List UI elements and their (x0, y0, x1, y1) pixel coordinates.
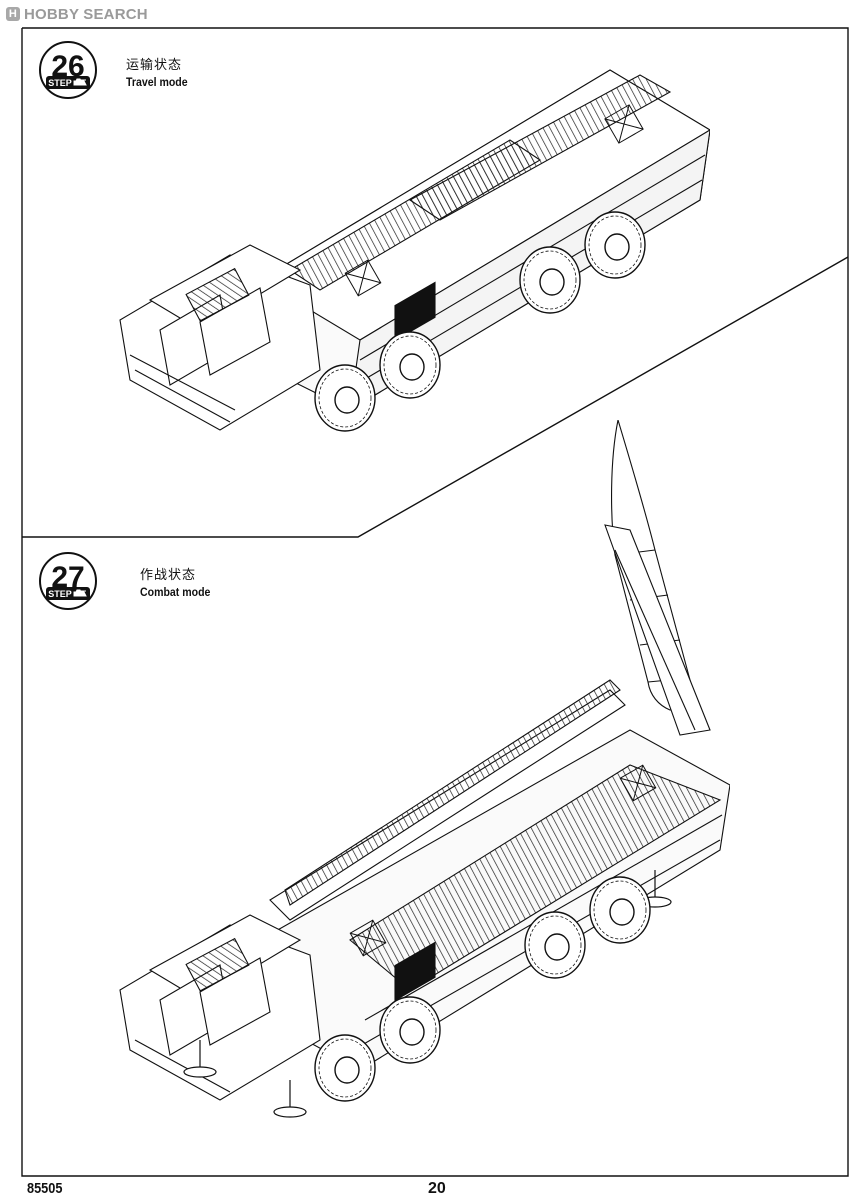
watermark-text: HOBBY SEARCH (24, 5, 148, 23)
watermark-logo-icon: H (6, 7, 20, 21)
combat-mode-vehicle-illustration (119, 420, 730, 1118)
step-26-title-en: Travel mode (126, 75, 188, 89)
step-26-badge: 26 STEP (39, 41, 97, 99)
step-27-title: 作战状态 Combat mode (140, 564, 220, 599)
step-27-title-zh: 作战状态 (140, 568, 197, 583)
watermark: H HOBBY SEARCH (6, 5, 148, 23)
tank-icon (73, 589, 87, 597)
kit-number: 85505 (27, 1180, 63, 1197)
tank-icon (73, 78, 87, 86)
step-27-label: STEP (48, 589, 72, 599)
step-26-label: STEP (48, 78, 72, 88)
step-27-title-en: Combat mode (140, 585, 211, 599)
travel-mode-vehicle-illustration (119, 69, 710, 432)
step-26-title-zh: 运输状态 (126, 58, 183, 73)
section-divider (22, 256, 849, 538)
step-26-title: 运输状态 Travel mode (126, 54, 196, 89)
page-number: 20 (428, 1180, 446, 1197)
step-27-badge: 27 STEP (39, 552, 97, 610)
